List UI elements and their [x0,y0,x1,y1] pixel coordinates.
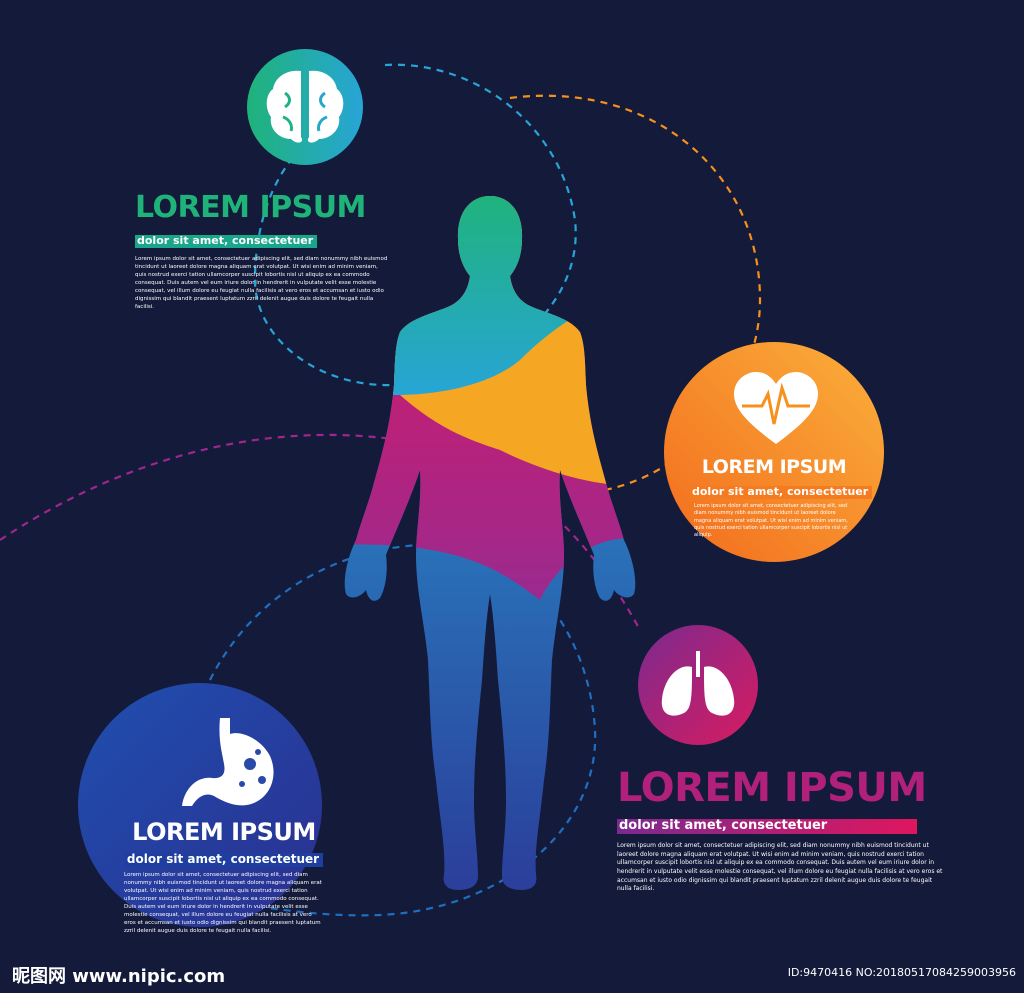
lungs-subtitle: dolor sit amet, consectetuer [617,818,918,834]
heart-title: LOREM IPSUM [701,456,847,478]
stomach-icon [182,718,274,806]
brain-text-block: LOREM IPSUM dolor sit amet, consectetuer… [135,193,390,312]
brain-title: LOREM IPSUM [135,190,366,225]
image-id-label: ID:9470416 NO:20180517084259003956 [787,966,1016,979]
stomach-text-block: LOREM IPSUM dolor sit amet, consectetuer… [118,820,330,936]
stomach-subtitle: dolor sit amet, consectetuer [124,852,324,867]
brain-body-text: Lorem ipsum dolor sit amet, consectetuer… [135,256,388,310]
stomach-title: LOREM IPSUM [132,818,316,846]
stomach-body-text: Lorem ipsum dolor sit amet, consectetuer… [124,872,322,934]
brain-icon [266,70,344,143]
heart-text-block: LOREM IPSUM dolor sit amet, consectetuer… [690,456,873,539]
stomach-connector-line [209,543,597,917]
heart-pulse-icon [734,372,818,444]
lungs-text-block: LOREM IPSUM dolor sit amet, consectetuer… [617,768,947,894]
heart-subtitle: dolor sit amet, consectetuer [690,485,873,499]
brain-badge [247,49,363,165]
lungs-badge [638,625,758,745]
lungs-body-text: Lorem ipsum dolor sit amet, consectetuer… [617,841,943,893]
heart-body-text: Lorem ipsum dolor sit amet, consectetuer… [694,503,848,538]
brain-subtitle: dolor sit amet, consectetuer [135,234,318,248]
lungs-title: LOREM IPSUM [617,765,927,811]
heart-badge [664,342,884,562]
brain-connector-line [253,63,577,387]
lungs-icon [661,651,735,716]
nipic-watermark: 昵图网 www.nipic.com [12,966,226,987]
